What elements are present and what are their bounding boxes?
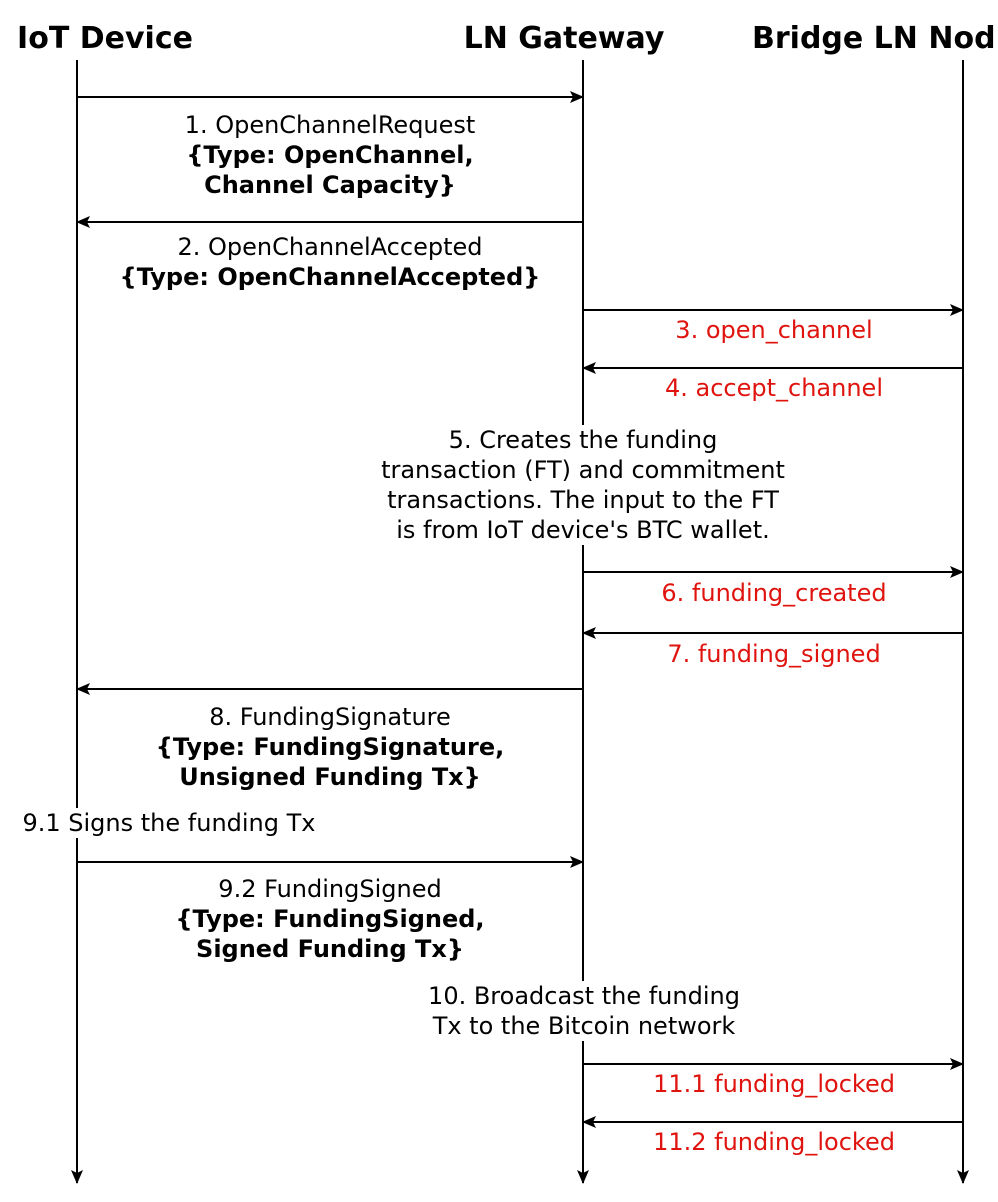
message-3-label: 3. open_channel xyxy=(675,316,873,344)
note-10-broadcast: 10. Broadcast the funding Tx to the Bitc… xyxy=(404,981,764,1041)
message-8-title: 8. FundingSignature xyxy=(209,703,451,731)
message-11-1-label: 11.1 funding_locked xyxy=(653,1070,895,1098)
message-2-title: 2. OpenChannelAccepted xyxy=(177,233,483,261)
message-9-2-field: Signed Funding Tx} xyxy=(196,935,464,963)
message-1-label: 1. OpenChannelRequest {Type: OpenChannel… xyxy=(80,110,580,200)
message-6-label: 6. funding_created xyxy=(661,579,887,607)
message-9-2-type: {Type: FundingSigned, xyxy=(175,905,485,933)
message-4-label: 4. accept_channel xyxy=(664,374,883,402)
message-9-2-title: 9.2 FundingSigned xyxy=(218,875,442,903)
note-10-line-2: Tx to the Bitcoin network xyxy=(432,1012,736,1040)
message-9-2-label: 9.2 FundingSigned {Type: FundingSigned, … xyxy=(80,874,580,964)
note-5-line-1: 5. Creates the funding xyxy=(448,426,718,454)
note-5-line-2: transaction (FT) and commitment xyxy=(381,456,785,484)
message-8-field: Unsigned Funding Tx} xyxy=(179,763,481,791)
note-5-line-4: is from IoT device's BTC wallet. xyxy=(396,516,770,544)
message-1-type: {Type: OpenChannel, xyxy=(186,141,474,169)
note-9-1-signs-funding: 9.1 Signs the funding Tx xyxy=(4,808,334,838)
message-2-label: 2. OpenChannelAccepted {Type: OpenChanne… xyxy=(80,232,580,292)
message-11-2-label: 11.2 funding_locked xyxy=(653,1128,895,1156)
note-5-funding-transaction: 5. Creates the funding transaction (FT) … xyxy=(352,425,814,545)
note-10-line-1: 10. Broadcast the funding xyxy=(428,982,740,1010)
message-1-title: 1. OpenChannelRequest xyxy=(184,111,476,139)
message-1-field: Channel Capacity} xyxy=(204,171,456,199)
participant-ln-gateway: LN Gateway xyxy=(463,21,665,56)
message-2-type: {Type: OpenChannelAccepted} xyxy=(119,263,541,291)
note-5-line-3: transactions. The input to the FT xyxy=(387,486,779,514)
participant-iot-device: IoT Device xyxy=(17,21,193,56)
participant-bridge-ln-node: Bridge LN Nod xyxy=(752,21,996,56)
message-8-type: {Type: FundingSignature, xyxy=(155,733,505,761)
message-7-label: 7. funding_signed xyxy=(667,640,881,668)
message-8-label: 8. FundingSignature {Type: FundingSignat… xyxy=(80,702,580,792)
